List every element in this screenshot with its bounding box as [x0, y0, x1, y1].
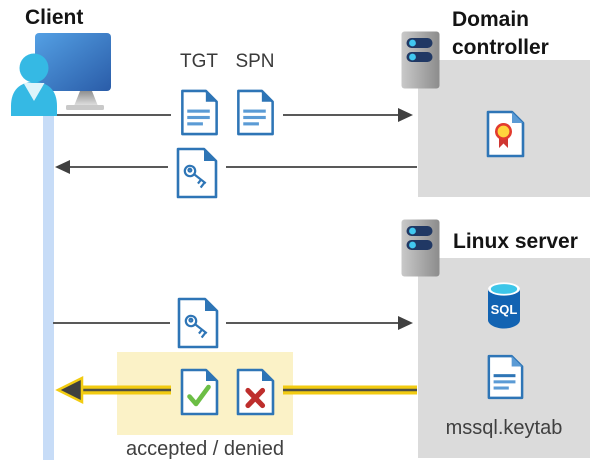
- person-head: [19, 53, 49, 83]
- certificate-document-icon: [486, 110, 525, 158]
- document-ticket-glyph: [181, 89, 218, 135]
- monitor-stand-neck: [74, 91, 98, 106]
- service-ticket-arrow: [53, 316, 413, 330]
- domain-controller-title: Domain controller: [452, 8, 549, 59]
- document-key-glyph: [176, 147, 218, 199]
- client-title: Client: [25, 6, 84, 29]
- monitor-stand-base: [66, 105, 104, 110]
- denied-document-icon: [227, 365, 283, 419]
- sql-database-icon: SQL: [488, 282, 520, 329]
- tgt-label: TGT: [180, 51, 218, 72]
- tgt-return-arrow: [55, 160, 417, 174]
- linux-server-title: Linux server: [453, 230, 578, 253]
- accepted-document-icon: [171, 365, 227, 419]
- spn-document-icon: [227, 86, 283, 138]
- keytab-label: mssql.keytab: [445, 417, 563, 439]
- tgt-document-icon: [171, 86, 227, 138]
- document-key-glyph: [177, 297, 219, 349]
- domain-controller-server-icon: [401, 31, 440, 89]
- key-icon: [184, 314, 208, 339]
- seal-icon: [495, 123, 512, 140]
- sql-label: SQL: [491, 302, 518, 317]
- person-collar: [23, 83, 45, 101]
- result-label: accepted / denied: [126, 438, 284, 460]
- document-check-glyph: [180, 368, 219, 416]
- document-x-glyph: [236, 368, 275, 416]
- monitor-icon: [35, 33, 111, 91]
- client-lifeline: [43, 92, 54, 460]
- key-document-icon: [168, 145, 226, 201]
- client-device-icon: [11, 33, 111, 116]
- document-ticket-glyph: [237, 89, 274, 135]
- keytab-document-icon: [487, 354, 524, 400]
- linux-server-icon: [401, 219, 440, 277]
- key-document-icon: [170, 296, 226, 350]
- spn-label: SPN: [235, 51, 275, 72]
